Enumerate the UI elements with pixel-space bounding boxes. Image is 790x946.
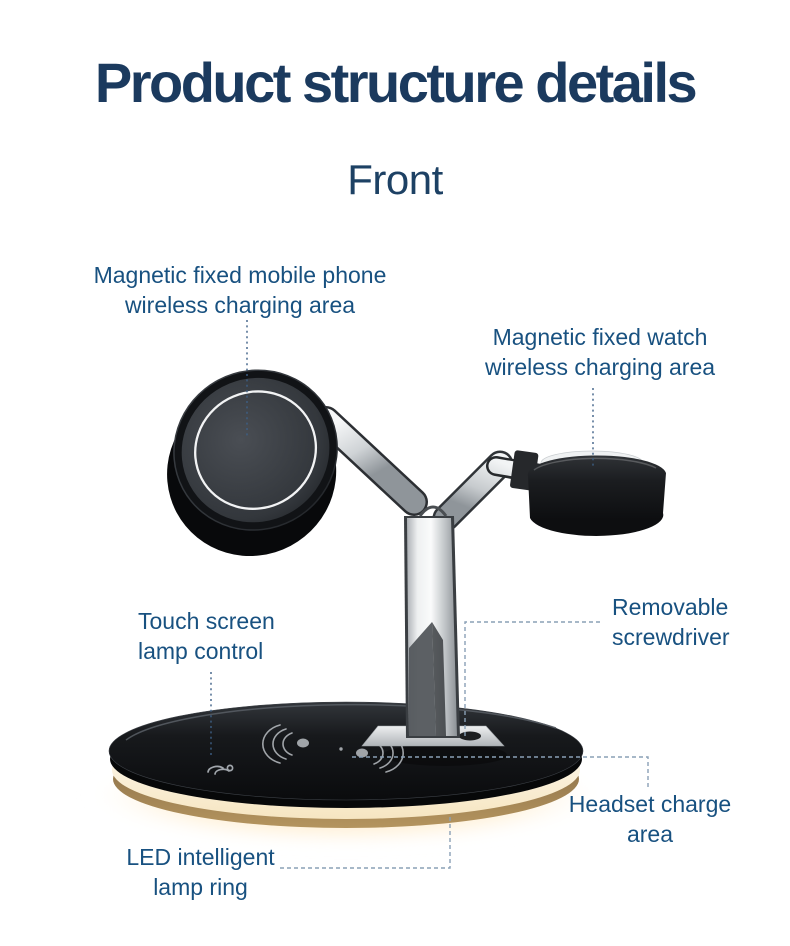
callout-phone-line2: wireless charging area	[124, 292, 356, 318]
phone-charging-pad	[167, 369, 338, 557]
screwdriver-slot	[459, 731, 481, 741]
stand-arm-left	[312, 406, 428, 516]
page-subtitle: Front	[347, 156, 443, 203]
callout-watch-charging-area: Magnetic fixed watch wireless charging a…	[450, 322, 750, 382]
watch-charger	[527, 450, 666, 536]
callout-led-line1: LED intelligent	[126, 844, 275, 870]
page-title: Product structure details	[94, 51, 698, 114]
stand-arm-right	[432, 450, 550, 532]
base-rim-highlight	[125, 703, 557, 741]
leader-line-led-ring	[280, 816, 451, 869]
callout-watch-line2: wireless charging area	[484, 354, 716, 380]
callout-led-lamp-ring: LED intelligent lamp ring	[108, 842, 293, 902]
callout-headset-line1: Headset charge	[568, 791, 732, 817]
callout-screwdriver-line1: Removable	[612, 594, 729, 620]
leader-line-screwdriver	[464, 621, 600, 736]
magsafe-ring	[194, 390, 318, 510]
callout-touch-line1: Touch screen	[138, 608, 275, 634]
callout-led-line2: lamp ring	[153, 874, 248, 900]
stem-reflection-on-base	[383, 744, 507, 766]
headset-area-icon	[262, 724, 404, 773]
charging-base	[84, 701, 608, 847]
callout-touch-lamp-control: Touch screen lamp control	[138, 606, 358, 666]
callout-phone-line1: Magnetic fixed mobile phone	[93, 262, 387, 288]
stand-stem	[404, 505, 460, 738]
callout-watch-line1: Magnetic fixed watch	[492, 324, 708, 350]
callout-headset-line2: area	[626, 821, 674, 847]
callout-phone-charging-area: Magnetic fixed mobile phone wireless cha…	[70, 260, 410, 320]
callout-removable-screwdriver: Removable screwdriver	[612, 592, 772, 652]
callout-touch-line2: lamp control	[138, 638, 264, 664]
callout-headset-charge-area: Headset charge area	[540, 789, 760, 849]
touch-control-icon	[207, 764, 234, 775]
leader-line-headset	[352, 756, 649, 788]
callout-screwdriver-line2: screwdriver	[612, 624, 730, 650]
